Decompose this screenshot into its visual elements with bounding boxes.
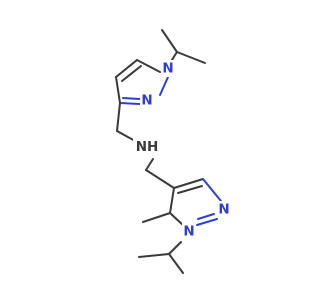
atom-n-label: N: [141, 93, 152, 109]
atom-label-nh-linker: NH: [133, 138, 161, 156]
upper-pyrazole-ring: [115, 29, 206, 143]
chemical-structure: N N NH N N: [115, 29, 231, 274]
atom-label-n2-upper: N: [140, 92, 154, 109]
atom-label-n1-lower: N: [182, 223, 196, 240]
atom-n-label: N: [183, 224, 194, 240]
amine-nh-label: NH: [136, 139, 159, 155]
lower-pyrazole-ring: [138, 158, 222, 274]
atom-n-label: N: [218, 202, 229, 218]
atom-n-label: N: [162, 61, 173, 77]
atom-label-n1-upper: N: [161, 60, 175, 77]
atom-label-n2-lower: N: [217, 201, 231, 218]
